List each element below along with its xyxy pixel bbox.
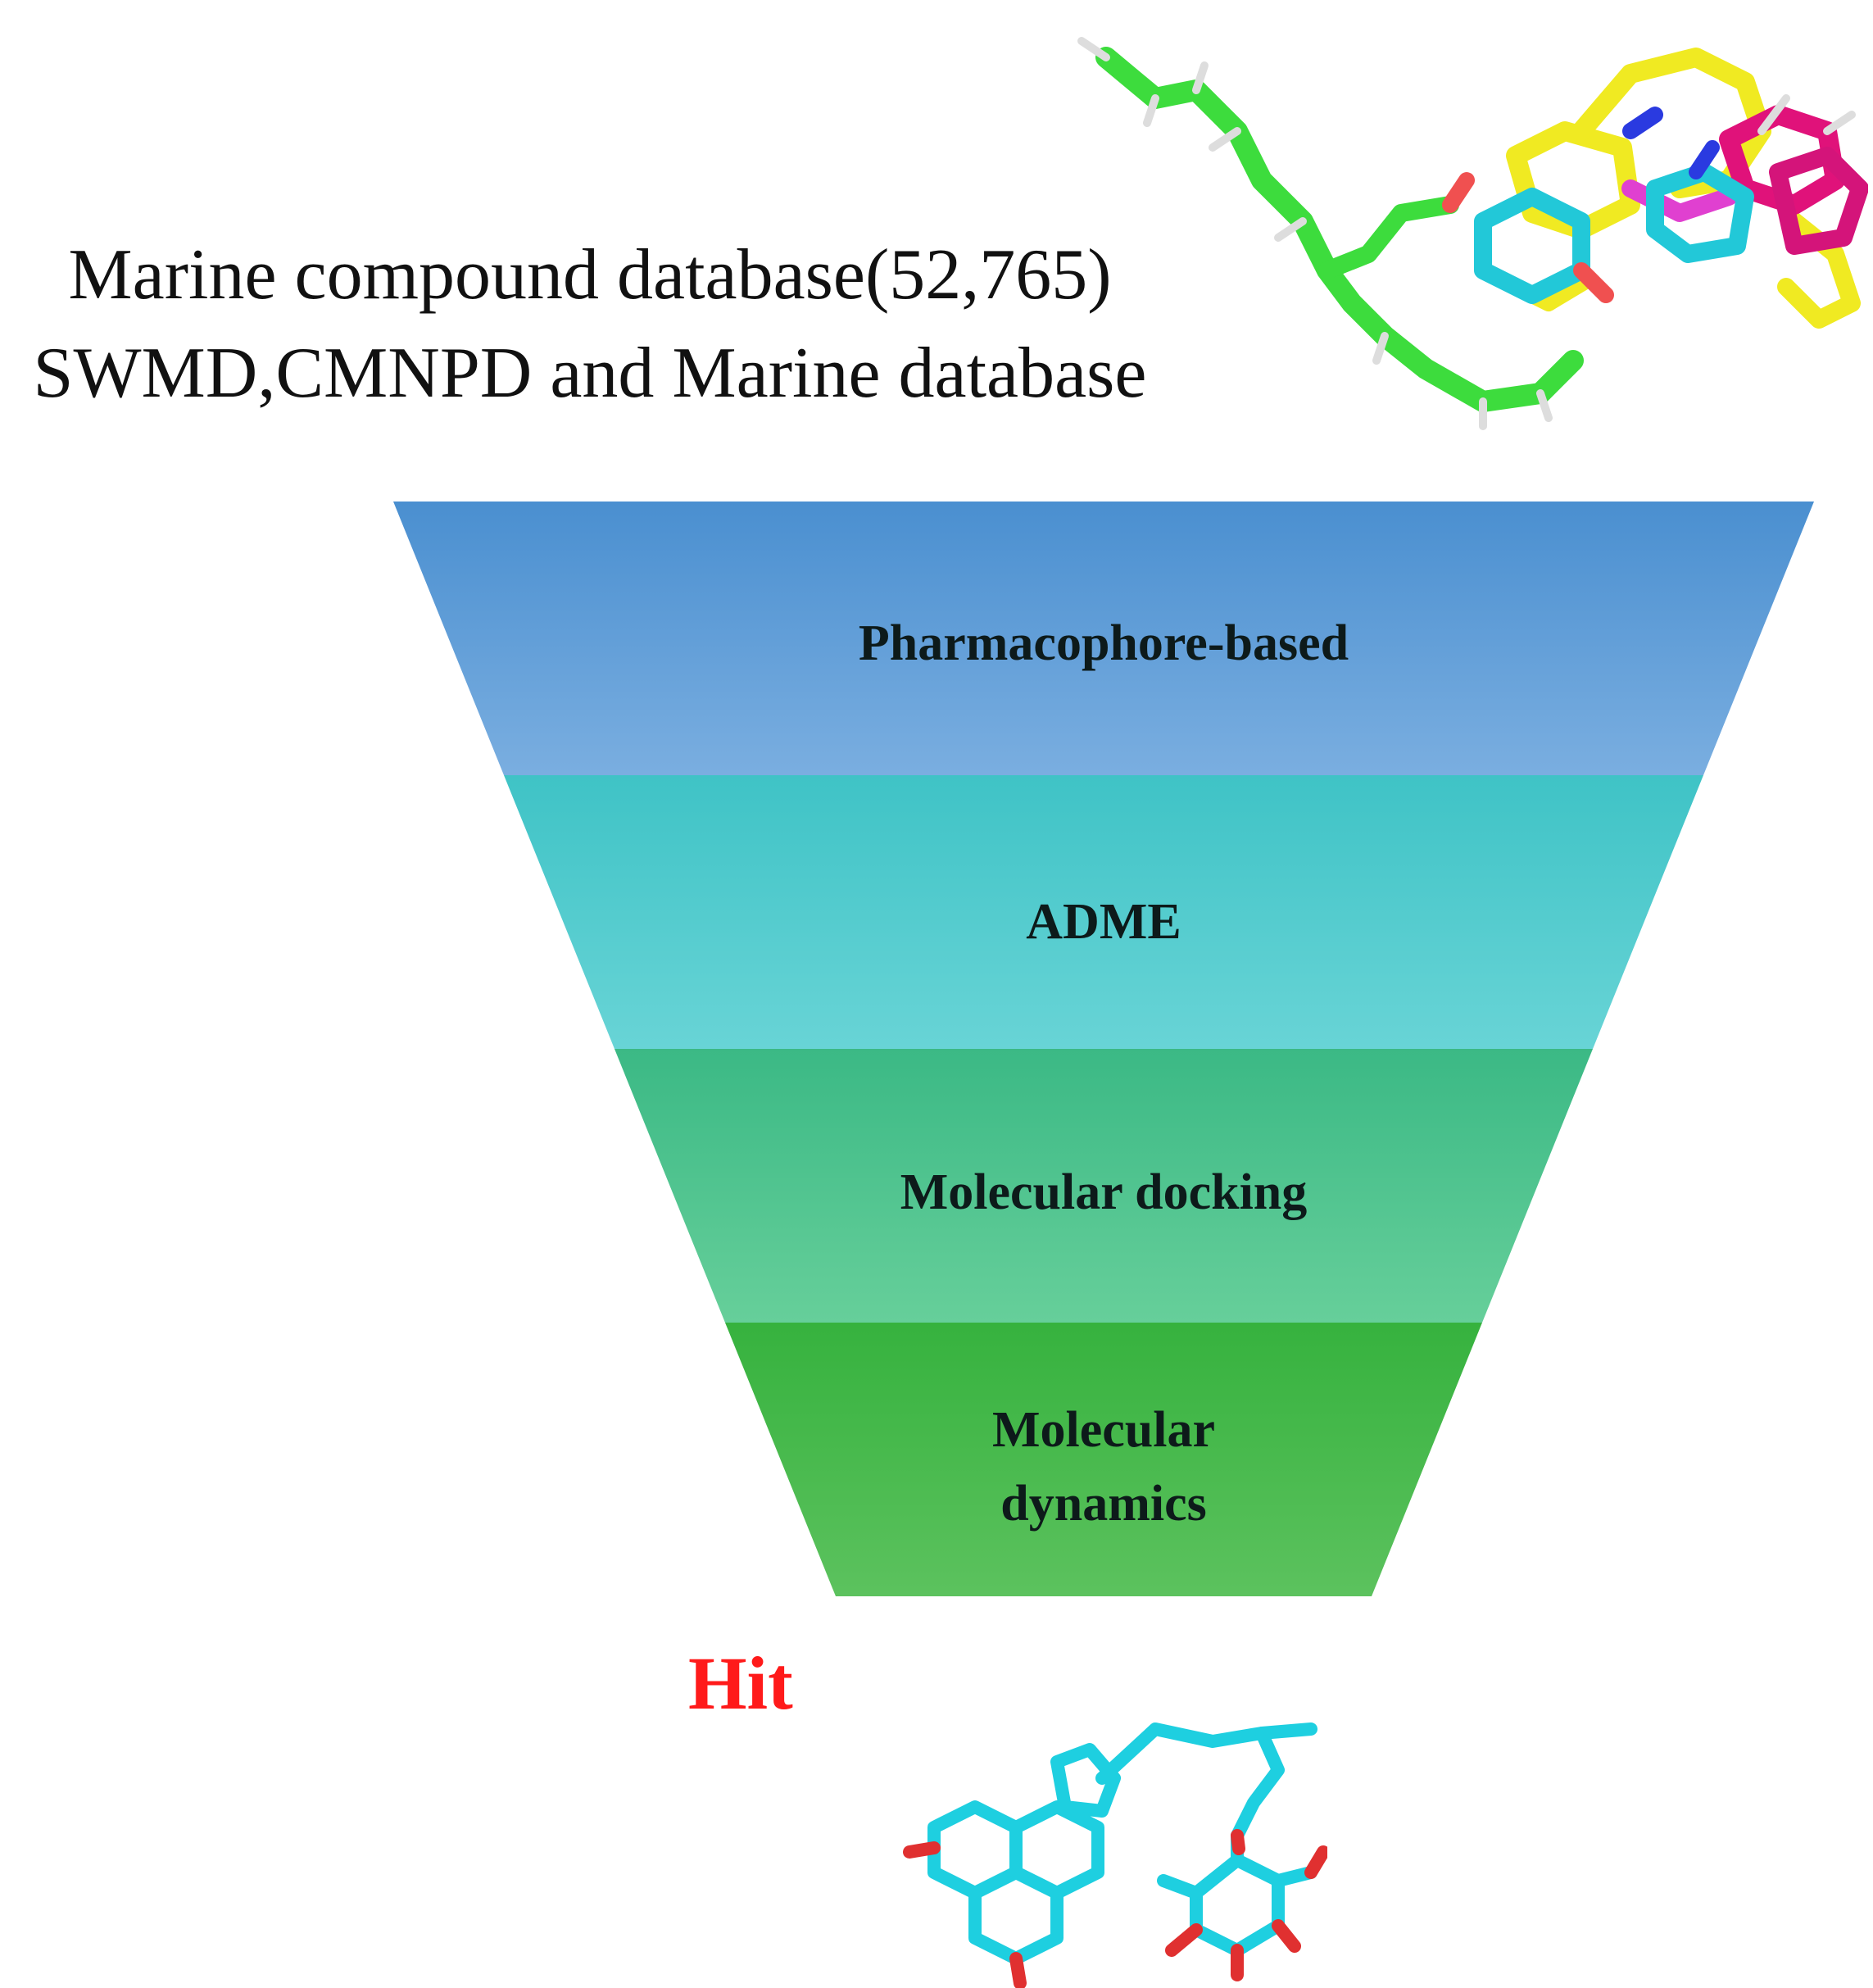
funnel-stage-pharmacophore — [393, 502, 1814, 775]
stage-label-dynamics-line1: Molecular — [992, 1402, 1215, 1458]
funnel-stage-adme — [504, 775, 1703, 1049]
overlaid-ligands-icon — [1077, 37, 1868, 430]
stage-label-docking: Molecular docking — [900, 1164, 1308, 1220]
funnel-stage-docking — [615, 1049, 1593, 1323]
hit-compound-icon — [903, 1722, 1327, 1988]
database-sources: SWMD,CMNPD and Marine database — [33, 334, 1147, 413]
hit-label: Hit — [688, 1641, 793, 1725]
stage-label-dynamics-line2: dynamics — [1000, 1476, 1206, 1532]
stage-label-adme: ADME — [1026, 894, 1181, 950]
database-title: Marine compound database(52,765) — [68, 235, 1112, 315]
stage-label-pharmacophore: Pharmacophore-based — [859, 615, 1349, 671]
funnel-stage-dynamics — [725, 1323, 1482, 1596]
